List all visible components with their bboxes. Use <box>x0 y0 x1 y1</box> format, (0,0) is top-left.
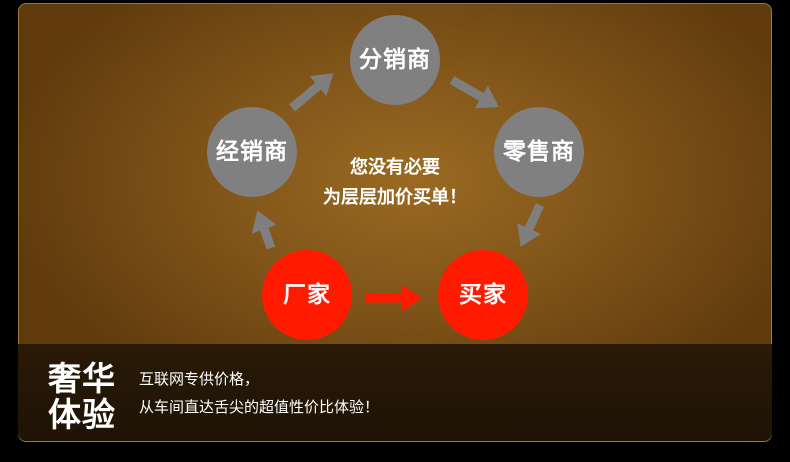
node-manufacturer-label: 厂家 <box>283 282 331 308</box>
node-distributor-circle <box>350 15 440 105</box>
arrow-manufacturer-to-dealer <box>251 210 277 250</box>
node-manufacturer-circle <box>262 250 352 340</box>
arrow-manufacturer-to-buyer <box>366 285 422 311</box>
footer-bar: 奢华 体验 互联网专供价格， 从车间直达舌尖的超值性价比体验！ <box>18 344 772 441</box>
node-retailer-label: 零售商 <box>503 139 575 165</box>
node-buyer-circle <box>438 250 528 340</box>
node-distributor-label: 分销商 <box>359 47 431 73</box>
center-message-line1: 您没有必要 <box>350 157 440 178</box>
node-buyer-label: 买家 <box>459 282 507 308</box>
node-retailer-circle <box>494 107 584 197</box>
arrow-retailer-to-buyer <box>517 203 545 247</box>
arrow-dealer-to-distributor <box>289 73 334 112</box>
footer-text-line2: 从车间直达舌尖的超值性价比体验！ <box>139 398 380 416</box>
center-message-line2: 为层层加价买单！ <box>323 187 467 208</box>
node-dealer-circle <box>207 107 297 197</box>
node-dealer-label: 经销商 <box>216 139 288 165</box>
footer-title-line1: 奢华 <box>48 359 116 398</box>
arrow-distributor-to-retailer <box>449 76 499 109</box>
footer-text-line1: 互联网专供价格， <box>139 370 260 388</box>
footer-title-line2: 体验 <box>48 395 116 434</box>
